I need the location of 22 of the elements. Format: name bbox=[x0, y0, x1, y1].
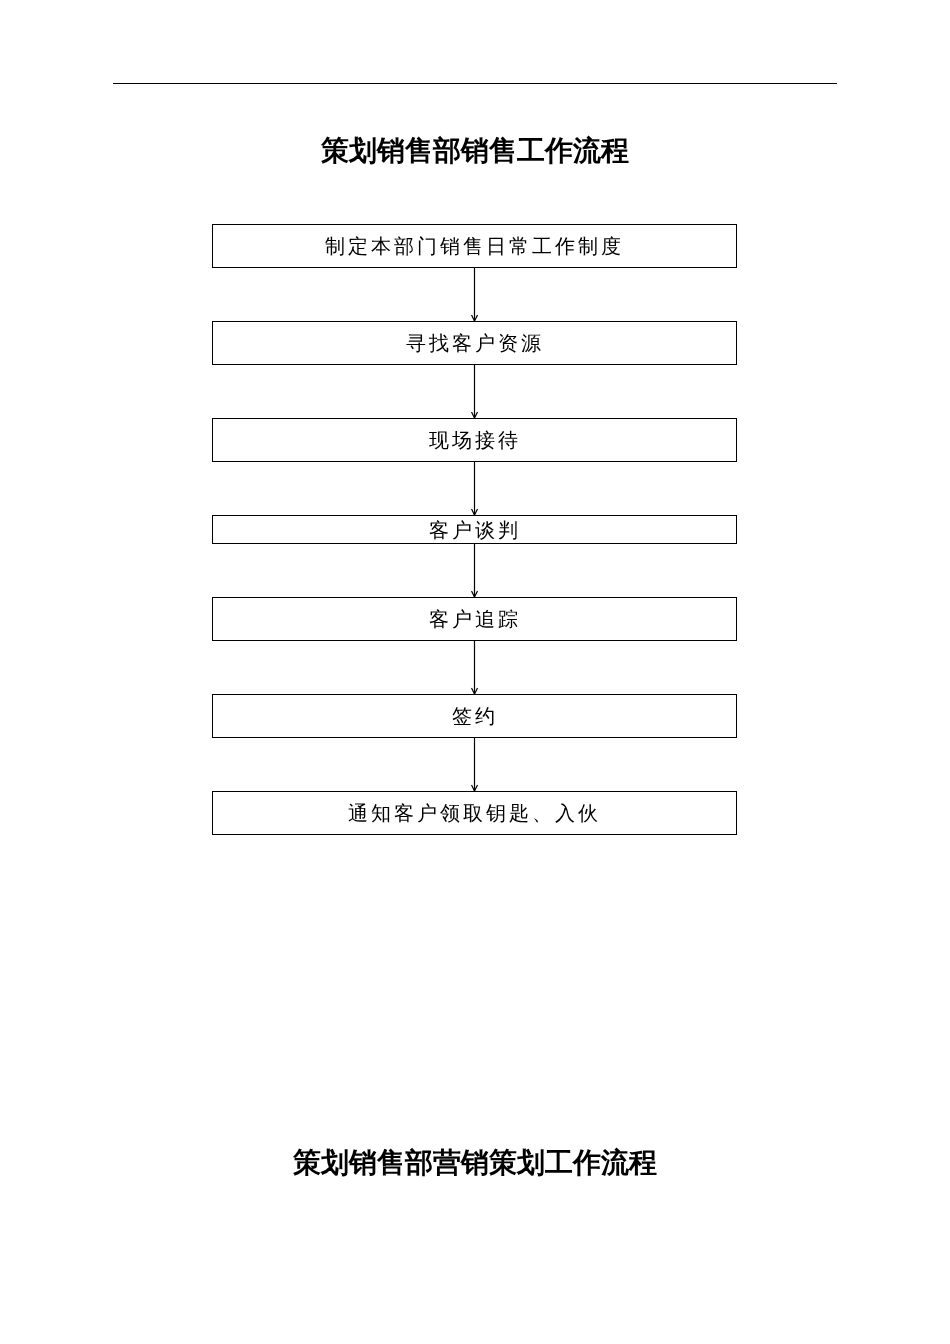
step-text: 客户追踪 bbox=[428, 607, 521, 631]
process-box bbox=[212, 597, 737, 641]
arrow bbox=[470, 364, 479, 419]
process-box bbox=[212, 418, 737, 462]
section-heading: 策划销售部营销策划工作流程 bbox=[292, 1146, 658, 1180]
arrow bbox=[470, 543, 479, 598]
step-text: 现场接待 bbox=[428, 428, 521, 452]
step-text: 签约 bbox=[451, 704, 498, 728]
process-box bbox=[212, 321, 737, 365]
process-box bbox=[212, 515, 737, 544]
process-box bbox=[212, 791, 737, 835]
arrow bbox=[470, 461, 479, 516]
process-box bbox=[212, 694, 737, 738]
arrow bbox=[470, 267, 479, 322]
step-text: 客户谈判 bbox=[428, 517, 521, 542]
arrow bbox=[470, 737, 479, 792]
title: 策划销售部销售工作流程 bbox=[320, 134, 630, 168]
step-text: 制定本部门销售日常工作制度 bbox=[325, 234, 624, 258]
step-text: 寻找客户资源 bbox=[405, 331, 544, 355]
process-box bbox=[212, 224, 737, 268]
arrow bbox=[470, 640, 479, 695]
step-text: 通知客户领取钥匙、入伙 bbox=[348, 801, 601, 825]
